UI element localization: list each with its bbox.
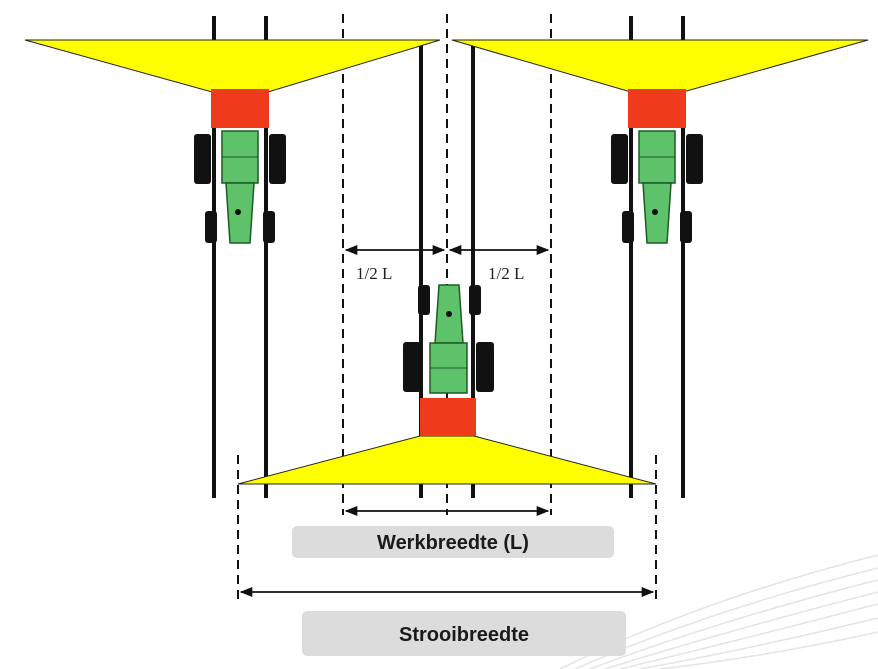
- spreader-fan-top-left: [24, 39, 441, 93]
- hopper: [420, 398, 476, 436]
- half-width-label-right: 1/2 L: [488, 264, 524, 283]
- rear-wheel: [476, 342, 494, 392]
- spread-width-box: [302, 611, 626, 656]
- front-wheel: [263, 211, 275, 243]
- tractor-icon: [611, 89, 703, 244]
- work-width-box: [292, 526, 614, 558]
- driver-dot: [235, 209, 241, 215]
- rear-wheel: [686, 134, 703, 184]
- tractor-icon: [403, 284, 494, 436]
- half-width-label-left: 1/2 L: [356, 264, 392, 283]
- hopper: [211, 89, 269, 128]
- front-wheel: [469, 285, 481, 315]
- rear-wheel: [403, 342, 421, 392]
- driver-dot: [446, 311, 452, 317]
- front-wheel: [680, 211, 692, 243]
- front-wheel: [622, 211, 634, 243]
- driver-dot: [652, 209, 658, 215]
- rear-wheel: [611, 134, 628, 184]
- work-width-label: Werkbreedte (L): [377, 532, 529, 554]
- spread-width-label: Strooibreedte: [399, 624, 529, 646]
- hopper: [628, 89, 686, 128]
- spreader-fan-bottom: [237, 435, 657, 485]
- boundary-lines: [237, 14, 657, 605]
- front-wheel: [205, 211, 217, 243]
- rear-wheel: [194, 134, 211, 184]
- rear-wheel: [269, 134, 286, 184]
- dimension-arrows: [239, 244, 655, 598]
- spreader-fan-top-right: [451, 39, 869, 93]
- front-wheel: [418, 285, 430, 315]
- tractor-icon: [194, 89, 286, 244]
